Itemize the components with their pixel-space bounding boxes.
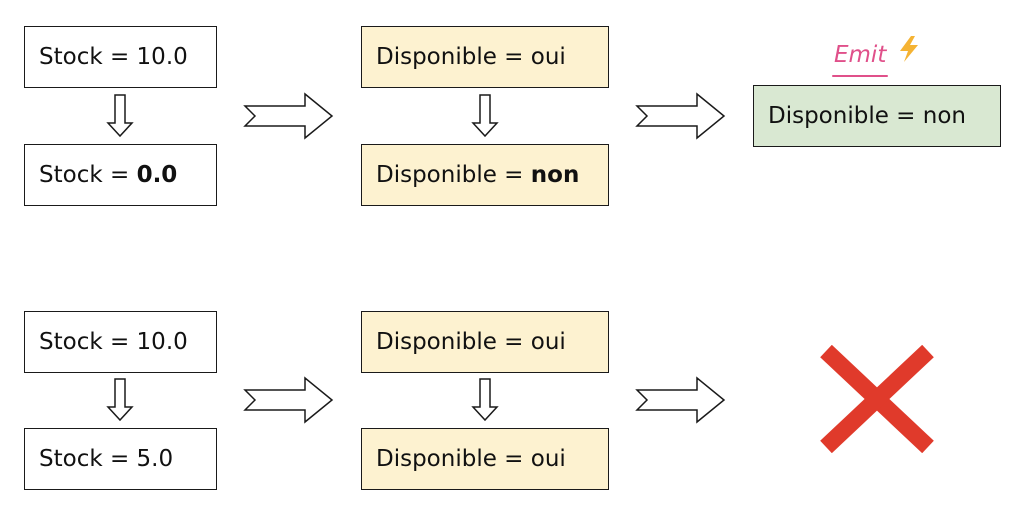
down-arrow-icon [106,94,134,138]
down-arrow-icon [471,94,499,138]
dispo-before-text-1: Disponible = oui [376,44,566,70]
emit-underline [832,75,888,77]
right-arrow-icon [243,92,334,140]
dispo-before-box-2: Disponible = oui [361,311,609,373]
result-text-1: Disponible = non [768,103,966,129]
dispo-after-box-1: Disponible = non [361,144,609,206]
emit-annotation: Emit [830,36,950,80]
emit-label: Emit [834,42,887,68]
stock-before-text-1: Stock = 10.0 [39,44,188,70]
red-cross-icon [820,345,934,453]
right-arrow-icon [635,92,726,140]
stock-after-box-1: Stock = 0.0 [24,144,217,206]
stock-before-box-2: Stock = 10.0 [24,311,217,373]
right-arrow-icon [635,376,726,424]
dispo-after-text-1: Disponible = non [376,162,579,188]
down-arrow-icon [106,378,134,422]
lightning-bolt-icon [900,36,918,62]
dispo-after-prefix-1: Disponible = [376,162,531,188]
stock-before-box-1: Stock = 10.0 [24,26,217,88]
dispo-after-text-2: Disponible = oui [376,446,566,472]
dispo-before-text-2: Disponible = oui [376,329,566,355]
stock-after-prefix-1: Stock = [39,162,137,188]
stock-after-box-2: Stock = 5.0 [24,428,217,490]
down-arrow-icon [471,378,499,422]
stock-after-value-1: 0.0 [136,162,178,188]
result-box-1: Disponible = non [753,85,1001,147]
stock-before-text-2: Stock = 10.0 [39,329,188,355]
dispo-after-value-1: non [530,162,580,188]
stock-after-text-2: Stock = 5.0 [39,446,174,472]
dispo-after-box-2: Disponible = oui [361,428,609,490]
dispo-before-box-1: Disponible = oui [361,26,609,88]
stock-after-text-1: Stock = 0.0 [39,162,177,188]
right-arrow-icon [243,376,334,424]
